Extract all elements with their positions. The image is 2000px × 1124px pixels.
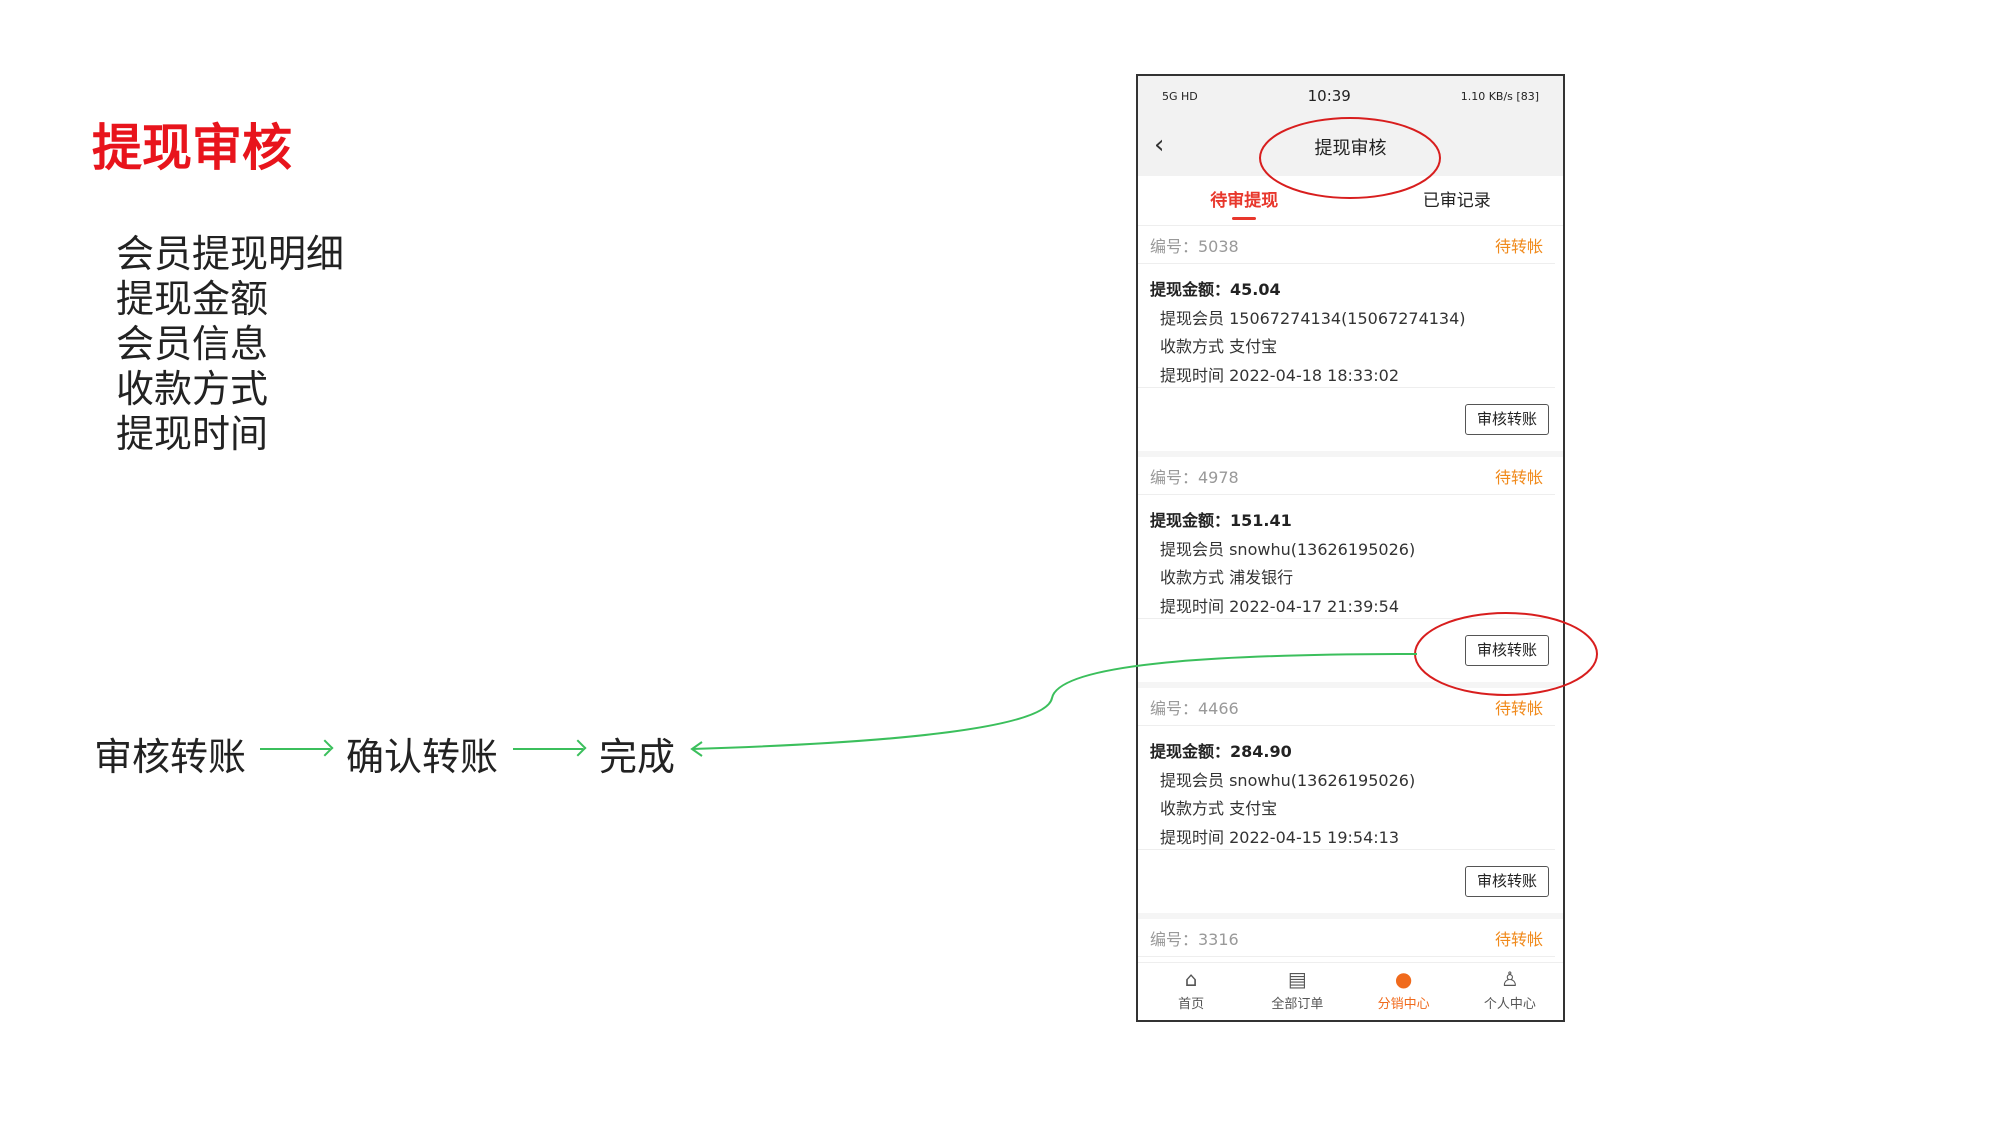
record-card: 编号：4978 待转帐提现金额：151.41 提现会员 snowhu(1362619… (1138, 457, 1563, 688)
payment-method: 收款方式 浦发银行 (1160, 568, 1294, 587)
tab-bar: 待审提现 已审记录 (1138, 176, 1563, 226)
header: ‹ 提现审核 (1138, 116, 1563, 176)
member: 提现会员 snowhu(13626195026) (1160, 770, 1416, 790)
flow-arrow (260, 748, 330, 750)
record-header: 编号：4978 待转帐 (1138, 457, 1555, 495)
payment-method: 收款方式 支付宝 (1160, 799, 1278, 818)
distribution-icon: ● (1394, 967, 1413, 991)
phone-screen: 5G HD 10:39 1.10 KB/s [83] ‹ 提现审核 待审提现 已… (1136, 74, 1565, 1022)
review-transfer-button[interactable]: 审核转账 (1465, 404, 1549, 435)
nav-home[interactable]: ⌂首页 (1138, 963, 1244, 1020)
nav-profile[interactable]: ♙个人中心 (1457, 963, 1563, 1020)
review-transfer-button[interactable]: 审核转账 (1465, 866, 1549, 897)
status-badge: 待转帐 (1494, 236, 1543, 256)
back-icon[interactable]: ‹ (1154, 130, 1165, 160)
status-badge: 待转帐 (1494, 698, 1543, 718)
flow-step-review: 审核转账 (94, 735, 247, 779)
withdraw-time: 提现时间 2022-04-18 18:33:02 (1160, 365, 1400, 385)
record-id: 编号：4978 (1150, 467, 1239, 487)
withdraw-time: 提现时间 2022-04-15 19:54:13 (1160, 827, 1400, 847)
amount: 提现金额：45.04 (1150, 280, 1281, 299)
record-card: 编号：4466 待转帐提现金额：284.90 提现会员 snowhu(1362619… (1138, 688, 1563, 919)
slide-title: 提现审核 (92, 119, 292, 177)
record-card: 编号：5038 待转帐提现金额：45.04 提现会员 15067274134(150… (1138, 226, 1563, 457)
feature-item: 提现时间 (116, 412, 269, 456)
withdraw-time: 提现时间 2022-04-17 21:39:54 (1160, 596, 1400, 616)
amount: 提现金额：284.90 (1150, 742, 1292, 761)
record-header: 编号：4466 待转帐 (1138, 688, 1555, 726)
payment-method: 收款方式 支付宝 (1160, 337, 1278, 356)
feature-item: 收款方式 (116, 367, 269, 411)
highlight-button-ellipse (1414, 612, 1598, 696)
feature-item: 会员提现明细 (116, 232, 345, 276)
record-card: 编号：3316 待转帐 (1138, 919, 1563, 1020)
record-header: 编号：5038 待转帐 (1138, 226, 1555, 264)
bottom-nav: ⌂首页 ▤全部订单 ●分销中心 ♙个人中心 (1138, 962, 1563, 1020)
record-header: 编号：3316 待转帐 (1138, 919, 1555, 957)
status-time: 10:39 (1307, 87, 1351, 105)
status-badge: 待转帐 (1494, 467, 1543, 487)
status-bar: 5G HD 10:39 1.10 KB/s [83] (1138, 76, 1563, 116)
flow-step-done: 完成 (599, 735, 676, 779)
record-body: 提现金额：151.41 提现会员 snowhu(13626195026) 收款方式 … (1138, 495, 1555, 619)
amount: 提现金额：151.41 (1150, 511, 1292, 530)
feature-item: 会员信息 (116, 322, 269, 366)
nav-distribution[interactable]: ●分销中心 (1351, 963, 1457, 1020)
nav-orders[interactable]: ▤全部订单 (1244, 963, 1350, 1020)
feature-list: 会员提现明细 提现金额 会员信息 收款方式 提现时间 (116, 232, 344, 457)
record-body: 提现金额：284.90 提现会员 snowhu(13626195026) 收款方式 … (1138, 726, 1555, 850)
member: 提现会员 snowhu(13626195026) (1160, 539, 1416, 559)
member: 提现会员 15067274134(15067274134) (1160, 308, 1466, 328)
record-id: 编号：3316 (1150, 929, 1239, 949)
flow-arrow (513, 748, 583, 750)
record-id: 编号：5038 (1150, 236, 1239, 256)
signal-icons: 5G HD (1162, 89, 1198, 103)
record-id: 编号：4466 (1150, 698, 1239, 718)
feature-item: 提现金额 (116, 277, 269, 321)
home-icon: ⌂ (1184, 967, 1198, 991)
orders-icon: ▤ (1287, 967, 1307, 991)
review-transfer-button[interactable]: 审核转账 (1465, 635, 1549, 666)
battery-icon: 1.10 KB/s [83] (1460, 89, 1539, 103)
highlight-title-ellipse (1259, 117, 1441, 199)
tab-pending[interactable]: 待审提现 (1138, 176, 1351, 225)
connector-curve (691, 653, 1418, 750)
tab-reviewed[interactable]: 已审记录 (1422, 191, 1491, 211)
status-badge: 待转帐 (1494, 929, 1543, 949)
flow-step-confirm: 确认转账 (346, 735, 499, 779)
record-body: 提现金额：45.04 提现会员 15067274134(15067274134) 收… (1138, 264, 1555, 388)
connector-arrowhead (690, 741, 703, 757)
user-icon: ♙ (1500, 967, 1519, 991)
page-title: 提现审核 (1314, 138, 1387, 159)
